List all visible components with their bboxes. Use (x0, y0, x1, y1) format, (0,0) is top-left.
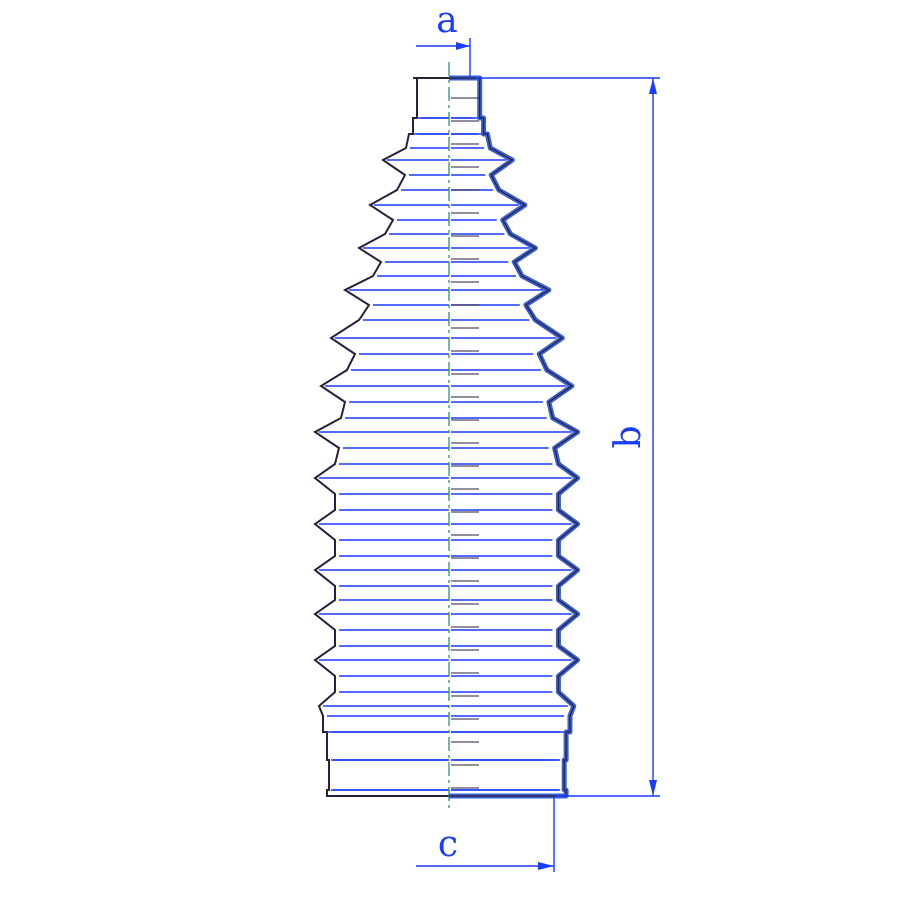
dimension-b-arrow-bottom (649, 780, 657, 796)
dimension-b: b (476, 77, 660, 797)
bellows-left-outline (313, 77, 449, 797)
bellows-inner-lines (319, 97, 572, 791)
dimension-c-arrow (538, 862, 554, 870)
bellows-section-profile (449, 75, 581, 799)
bellows-outer-profile (313, 77, 567, 797)
dimension-c-label: c (438, 824, 458, 865)
dimension-a-label: a (436, 0, 457, 41)
dimension-a-arrow (456, 42, 470, 50)
dimension-a: a (416, 0, 471, 78)
section-outline (449, 77, 579, 797)
dimension-b-label: b (608, 425, 649, 448)
dimension-b-arrow-top (649, 78, 657, 94)
dimension-c: c (416, 796, 555, 872)
